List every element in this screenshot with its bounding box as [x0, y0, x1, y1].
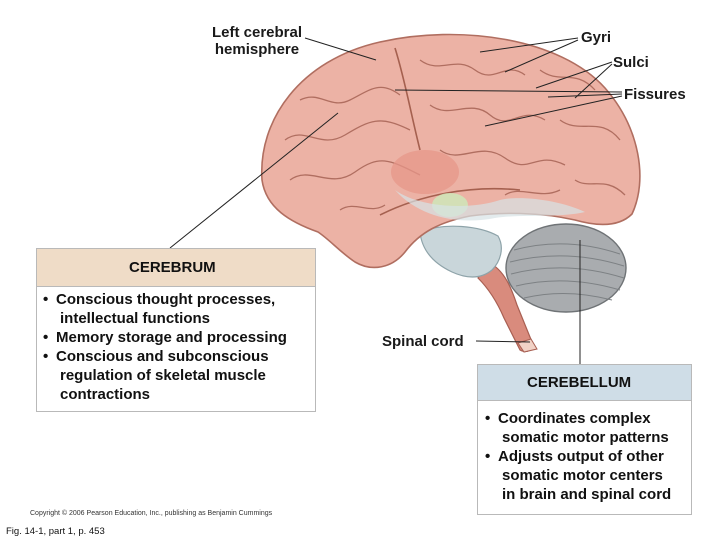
cerebellum-shape: [505, 223, 627, 313]
label-left-cerebral-hemisphere-line2: hemisphere: [214, 41, 300, 58]
cerebrum-item-thought-line2: intellectual functions: [60, 310, 211, 327]
cerebrum-title: CEREBRUM: [129, 259, 216, 276]
leader-fissures-1: [394, 89, 623, 93]
brainstem-shape: [419, 225, 502, 278]
leader-fissures-3: [484, 95, 623, 127]
label-spinal-cord: Spinal cord: [382, 333, 464, 350]
cerebrum-item-regulation-line2: regulation of skeletal muscle: [60, 367, 266, 384]
cerebellum-item-coordinates: • Coordinates complex somatic motor patt…: [482, 409, 691, 447]
cerebrum-info-box: CEREBRUM • Conscious thought processes, …: [36, 248, 316, 412]
bullet: •: [43, 329, 49, 346]
leader-sulci-1: [535, 61, 613, 89]
cerebellum-item-adjusts-line3: in brain and spinal cord: [502, 486, 672, 503]
cerebrum-item-thought-line1: Conscious thought processes,: [56, 291, 276, 308]
cerebrum-item-regulation-line1: Conscious and subconscious: [56, 348, 269, 365]
cerebellum-title: CEREBELLUM: [527, 374, 632, 391]
label-gyri: Gyri: [581, 29, 612, 46]
bullet: •: [485, 410, 491, 427]
cerebellum-info-box: CEREBELLUM • Coordinates complex somatic…: [477, 364, 692, 515]
bullet: •: [43, 348, 49, 365]
cerebellum-item-coordinates-line1: Coordinates complex: [498, 410, 651, 427]
cerebellum-header: CEREBELLUM: [478, 365, 691, 401]
cerebellum-item-adjusts: • Adjusts output of other somatic motor …: [482, 447, 691, 504]
cerebrum-function-list: • Conscious thought processes, intellect…: [37, 287, 315, 404]
leader-fissures-2: [547, 93, 623, 98]
cerebrum-item-memory-line1: Memory storage and processing: [56, 329, 287, 346]
thalamus-shape: [391, 150, 459, 194]
ventricle-shape: [395, 190, 585, 221]
label-left-cerebral-hemisphere: Left cerebral hemisphere: [207, 24, 307, 58]
bullet: •: [485, 448, 491, 465]
figure-reference: Fig. 14-1, part 1, p. 453: [6, 526, 105, 537]
leader-left-hemisphere: [304, 37, 377, 61]
cerebellum-item-adjusts-line1: Adjusts output of other: [498, 448, 664, 465]
leader-gyri-1: [479, 37, 579, 53]
label-fissures: Fissures: [624, 86, 686, 103]
leader-sulci-2: [574, 63, 613, 99]
label-sulci: Sulci: [613, 54, 649, 71]
cerebrum-item-regulation: • Conscious and subconscious regulation …: [40, 347, 315, 404]
cerebrum-item-memory: • Memory storage and processing: [40, 328, 315, 347]
label-left-cerebral-hemisphere-line1: Left cerebral: [211, 24, 303, 41]
leader-cerebrum: [169, 112, 339, 249]
cerebellum-function-list: • Coordinates complex somatic motor patt…: [478, 401, 691, 504]
leader-spinal-cord: [475, 340, 531, 343]
bullet: •: [43, 291, 49, 308]
cerebrum-item-regulation-line3: contractions: [60, 386, 151, 403]
copyright-notice: Copyright © 2006 Pearson Education, Inc.…: [30, 510, 273, 517]
cerebrum-item-thought: • Conscious thought processes, intellect…: [40, 290, 315, 328]
cerebellum-item-coordinates-line2: somatic motor patterns: [502, 429, 669, 446]
cerebrum-header: CEREBRUM: [37, 249, 315, 287]
leader-lines: [169, 37, 623, 365]
cerebellum-item-adjusts-line2: somatic motor centers: [502, 467, 663, 484]
leader-gyri-2: [504, 39, 579, 73]
